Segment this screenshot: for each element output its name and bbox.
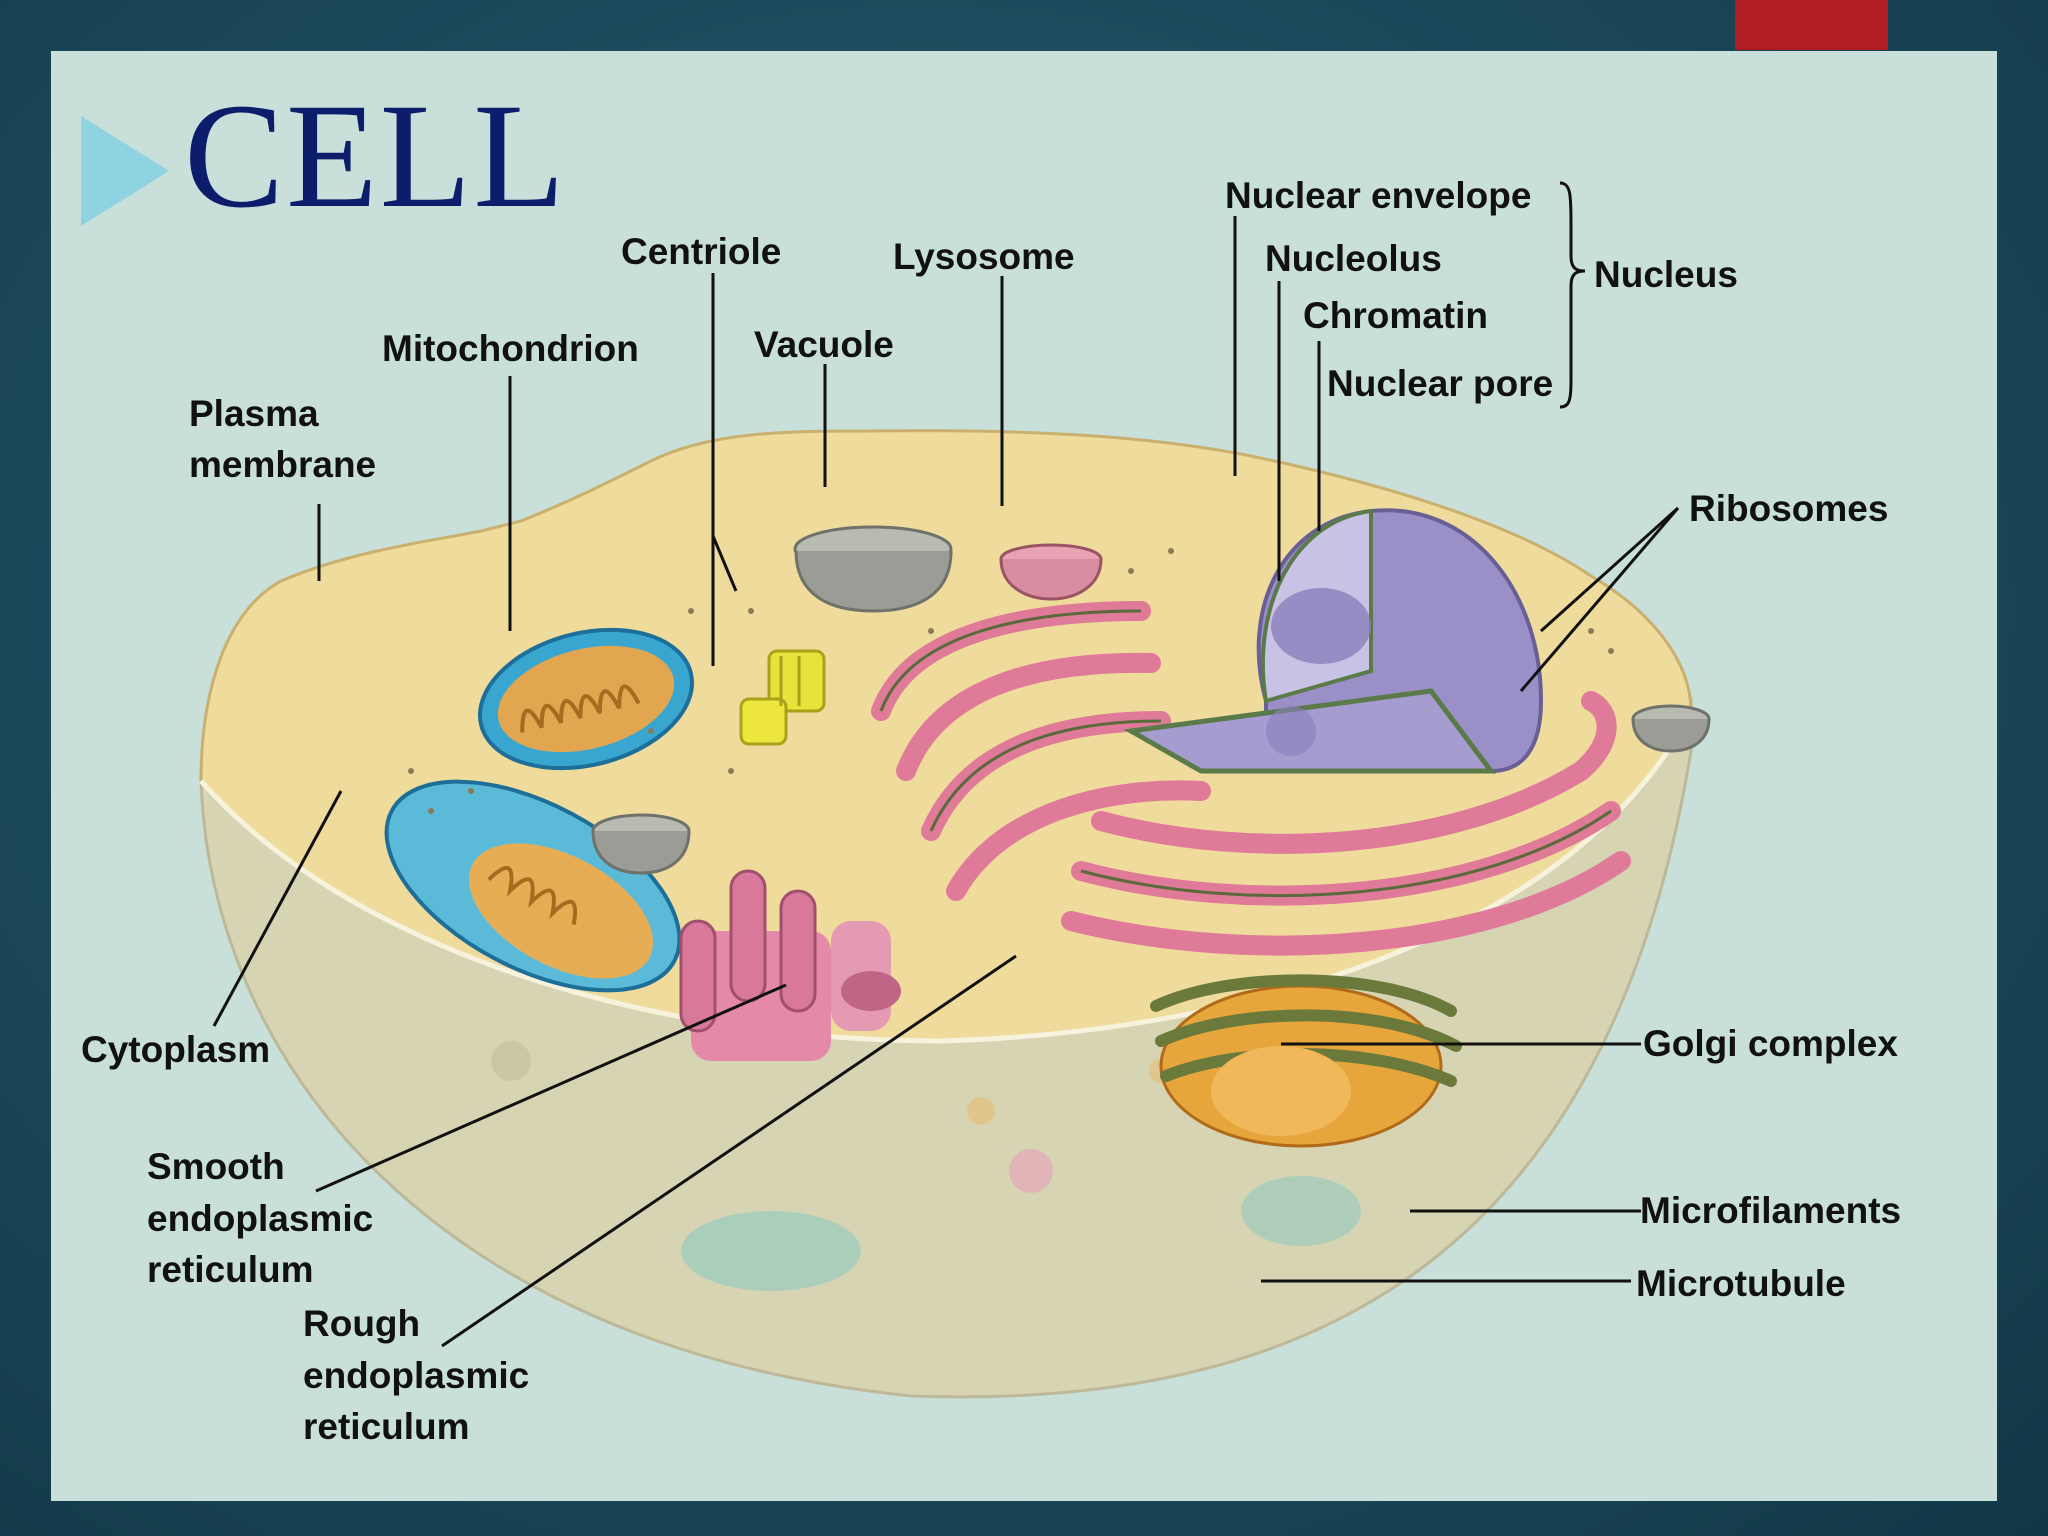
mitochondrion-upper [477,627,695,771]
label-ribosomes: Ribosomes [1689,488,1888,529]
slide-title: CELL [184,73,567,239]
cell-diagram: Plasma membrane Mitochondrion Centriole … [81,175,1901,1447]
label-centriole: Centriole [621,231,781,272]
label-rough-er-line2: endoplasmic [303,1355,529,1396]
accent-block [1735,0,1888,50]
lysosome [999,543,1103,601]
label-cytoplasm: Cytoplasm [81,1029,270,1070]
label-mitochondrion: Mitochondrion [382,328,639,369]
vacuole-small [591,813,691,875]
labels: Plasma membrane Mitochondrion Centriole … [81,175,1901,1447]
label-smooth-er-line3: reticulum [147,1249,314,1290]
vacuole-right [1631,704,1711,753]
leader-lines [212,181,1680,1348]
vacuole [793,525,953,613]
label-golgi-complex: Golgi complex [1643,1023,1898,1064]
label-rough-er-line1: Rough [303,1303,420,1344]
slide-panel: CELL [51,51,1997,1501]
label-nuclear-pore: Nuclear pore [1327,363,1553,404]
label-lysosome: Lysosome [893,236,1075,277]
label-nuclear-envelope: Nuclear envelope [1225,175,1531,216]
label-smooth-er-line1: Smooth [147,1146,285,1187]
label-microfilaments: Microfilaments [1640,1190,1901,1231]
triangle-bullet-icon [81,116,169,226]
ribosome-dots [408,548,1614,814]
label-smooth-er-line2: endoplasmic [147,1198,373,1239]
centriole [739,649,826,746]
mitochondrion-lower [384,779,682,993]
label-rough-er-line3: reticulum [303,1406,470,1447]
cell-illustration [199,429,1711,1399]
golgi-complex [1150,974,1462,1148]
label-microtubule: Microtubule [1636,1263,1846,1304]
label-nucleus: Nucleus [1594,254,1738,295]
label-plasma-membrane-line1: Plasma [189,393,319,434]
nucleus [1123,508,1544,774]
label-nucleolus: Nucleolus [1265,238,1442,279]
label-chromatin: Chromatin [1303,295,1488,336]
label-plasma-membrane-line2: membrane [189,444,376,485]
label-vacuole: Vacuole [754,324,894,365]
